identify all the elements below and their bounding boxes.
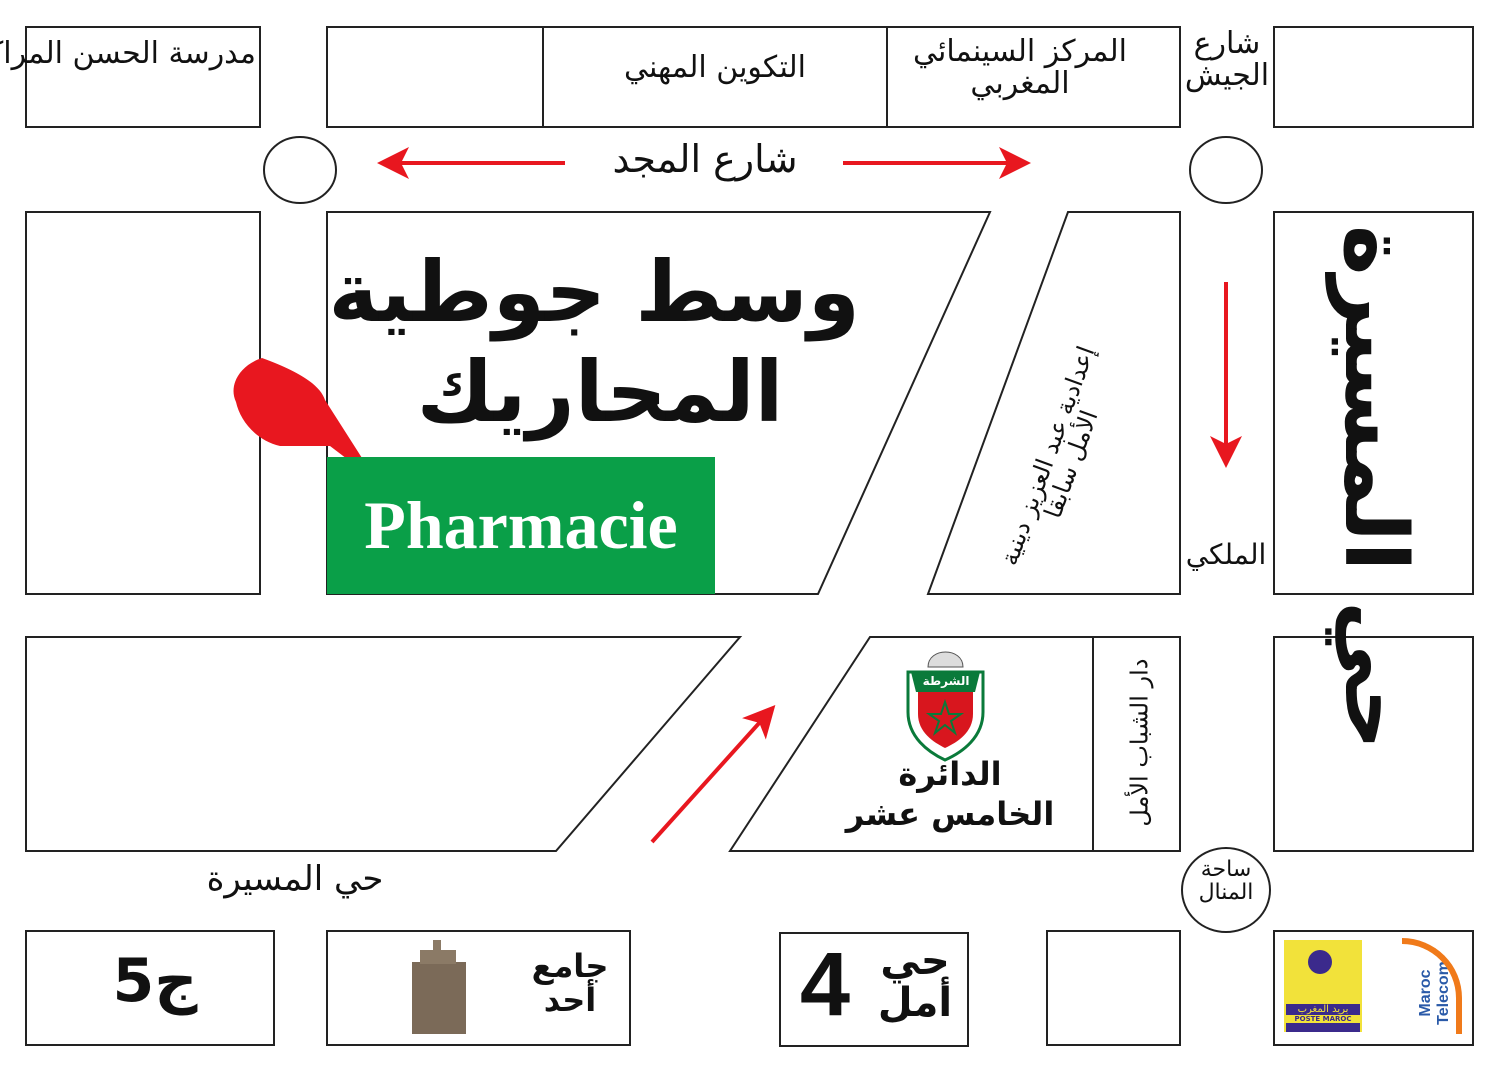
block-school — [25, 26, 261, 128]
label-malaki: الملكي — [1185, 538, 1267, 571]
label-district-small: حي المسيرة — [206, 859, 384, 899]
label-army-street: شارع الجيش — [1184, 26, 1270, 93]
police-badge-icon — [906, 651, 985, 762]
label-mosque: جامع أحد — [531, 947, 609, 1019]
label-majd-street: شارع المجد — [612, 137, 798, 181]
label-district-big: حي المسيرة — [1325, 224, 1426, 751]
police-badge-text: الشرطة — [922, 674, 970, 688]
label-vocational-training: التكوين المهني — [623, 50, 807, 85]
pointing-hand-icon — [233, 358, 362, 465]
title-line-1: وسط جوطية — [328, 243, 860, 341]
label-block-c5: ج5 — [112, 946, 198, 1016]
label-amal-district: حي أمل — [877, 938, 953, 1026]
label-amal-number: 4 — [799, 935, 851, 1035]
poste-latin-text: POSTE MAROC — [1286, 1015, 1360, 1023]
label-school-hassan: مدرسة الحسن المراكشي — [0, 36, 256, 71]
label-manal-square: ساحة المنال — [1198, 857, 1254, 906]
pharmacy-sign: Pharmacie — [327, 457, 715, 594]
manal-square-circle — [1181, 847, 1271, 933]
roundabout-west — [263, 136, 337, 204]
poste-figure-icon — [1308, 950, 1332, 974]
block-school-east — [926, 211, 1181, 595]
arrow-northeast — [650, 705, 776, 844]
title-line-2: المحاريك — [416, 343, 784, 441]
police-label-2: الخامس عشر — [845, 795, 1055, 833]
mosque-minaret-icon — [412, 940, 466, 1034]
roundabout-east — [1189, 136, 1263, 204]
label-youth-house: دار الشباب الأمل — [1125, 658, 1154, 827]
block-police — [728, 636, 1181, 852]
poste-arabic-text: بريد المغرب — [1297, 1004, 1349, 1015]
block-top-row — [326, 26, 1181, 128]
police-label-1: الدائرة — [898, 755, 1002, 793]
poste-maroc-logo: بريد المغرب POSTE MAROC — [1284, 940, 1362, 1032]
label-cinema-center: المركز السينمائي المغربي — [913, 34, 1127, 101]
